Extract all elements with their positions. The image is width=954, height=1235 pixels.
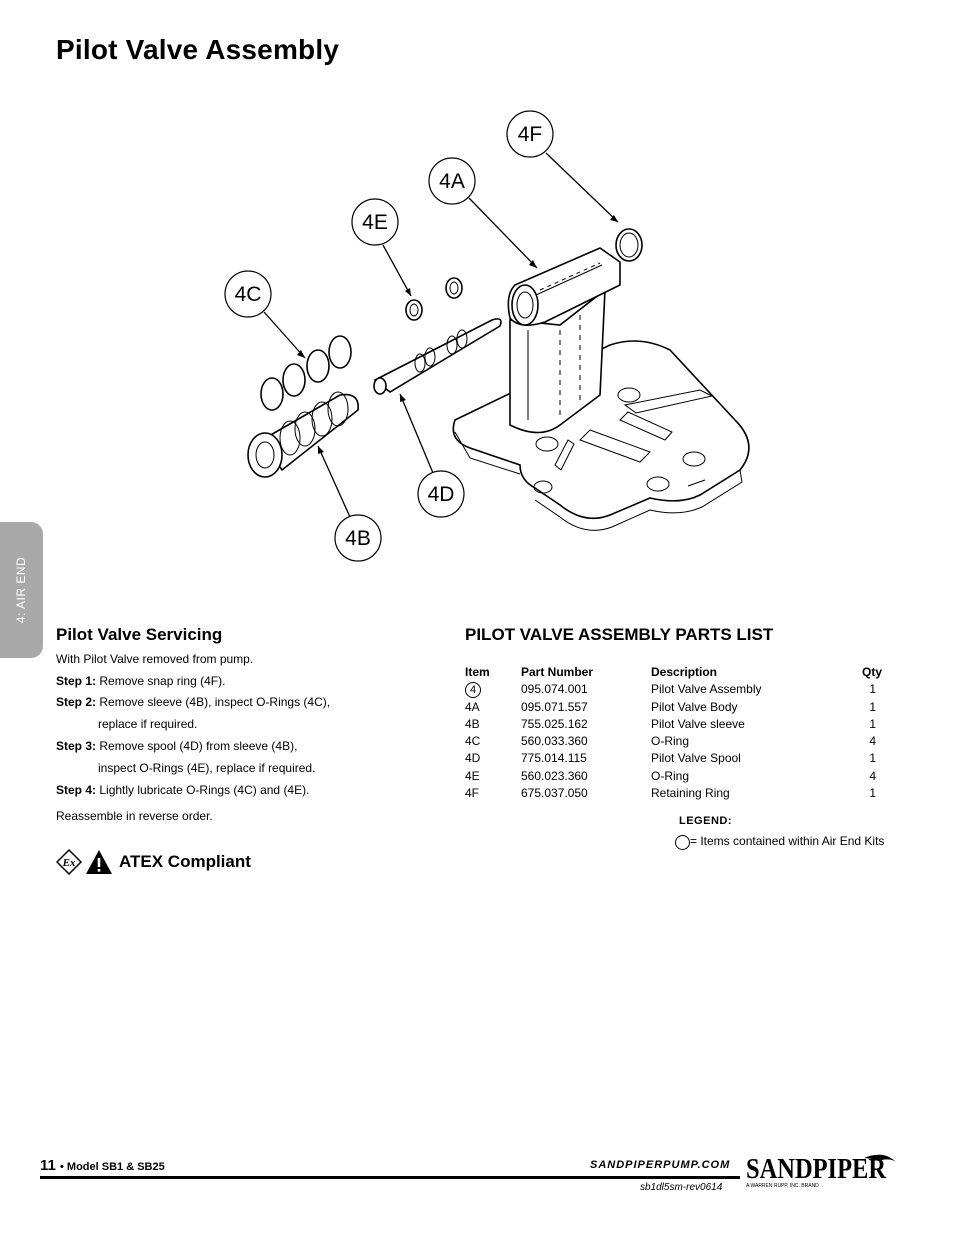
servicing-intro: With Pilot Valve removed from pump. bbox=[56, 652, 254, 666]
part-number-column: Part Number 095.074.001 095.071.557 755.02… bbox=[521, 664, 593, 802]
callout-4A: 4A bbox=[428, 157, 476, 205]
pilot-valve-body bbox=[509, 288, 606, 434]
legend-text: = Items contained within Air End Kits bbox=[690, 834, 885, 848]
atex-icons: Ex bbox=[56, 849, 112, 875]
callout-4C: 4C bbox=[224, 270, 272, 318]
servicing-step: Step 2: Remove sleeve (4B), inspect O-Ri… bbox=[56, 695, 331, 709]
table-cell-description: Pilot Valve Assembly bbox=[651, 682, 762, 697]
page-number: 11 bbox=[40, 1157, 56, 1174]
table-cell-description: Pilot Valve Spool bbox=[651, 751, 741, 766]
svg-text:A WARREN RUPP, INC. BRAND: A WARREN RUPP, INC. BRAND bbox=[746, 1183, 819, 1189]
svg-text:Ex: Ex bbox=[62, 857, 76, 869]
table-cell-item: 4D bbox=[465, 751, 481, 766]
kit-circle-icon bbox=[675, 835, 690, 850]
pilot-valve-sleeve bbox=[260, 393, 359, 472]
column-header-part-number: Part Number bbox=[521, 665, 594, 679]
callout-4F: 4F bbox=[506, 110, 554, 158]
sandpiper-logo: SANDPIPER A WARREN RUPP, INC. BRAND bbox=[746, 1154, 896, 1189]
servicing-step: Step 1: Remove snap ring (4F). bbox=[56, 674, 226, 688]
table-cell-qty: 4 bbox=[869, 734, 876, 749]
legend-title: LEGEND: bbox=[679, 815, 732, 827]
table-cell-qty: 1 bbox=[869, 682, 876, 697]
part-number-cells: 095.074.001 095.071.557 755.025.162 560.033… bbox=[521, 681, 593, 802]
table-cell-qty: 4 bbox=[869, 768, 876, 783]
table-cell-item: 4 bbox=[465, 681, 490, 699]
svg-text:4F: 4F bbox=[518, 123, 543, 146]
table-cell-qty: 1 bbox=[869, 716, 876, 731]
table-cell-description: O-Ring bbox=[651, 734, 690, 749]
table-cell-part-number: 675.037.050 bbox=[521, 786, 588, 801]
ex-mark-icon: Ex bbox=[56, 849, 83, 875]
table-cell-description: O-Ring bbox=[651, 768, 690, 783]
section-tab-label: 4: AIR END bbox=[14, 556, 28, 624]
svg-text:4B: 4B bbox=[345, 527, 371, 550]
pilot-valve-spool bbox=[373, 318, 502, 393]
servicing-step-continued: replace if required. bbox=[98, 717, 198, 731]
atex-label: ATEX Compliant bbox=[119, 852, 251, 871]
table-cell-description: Pilot Valve Body bbox=[651, 699, 738, 714]
svg-text:4D: 4D bbox=[428, 483, 455, 506]
table-cell-item: 4C bbox=[465, 734, 481, 749]
table-cell-item: 4B bbox=[465, 716, 480, 731]
table-cell-description: Retaining Ring bbox=[651, 786, 730, 801]
servicing-step-continued: inspect O-Rings (4E), replace if require… bbox=[98, 761, 316, 775]
table-cell-part-number: 775.014.115 bbox=[521, 751, 587, 766]
table-cell-item: 4F bbox=[465, 786, 480, 801]
svg-text:4C: 4C bbox=[235, 283, 262, 306]
qty-cells: 1 1 1 4 1 4 1 bbox=[862, 681, 884, 802]
table-cell-qty: 1 bbox=[869, 699, 876, 714]
callout-4E: 4E bbox=[351, 198, 399, 246]
table-cell-qty: 1 bbox=[869, 751, 876, 766]
footer-rule bbox=[40, 1176, 740, 1179]
kit-circle-icon: 4 bbox=[465, 682, 481, 699]
svg-text:4A: 4A bbox=[439, 170, 465, 193]
table-cell-part-number: 095.074.001 bbox=[521, 682, 588, 697]
table-cell-part-number: 560.033.360 bbox=[521, 734, 588, 749]
servicing-outro: Reassemble in reverse order. bbox=[56, 809, 213, 823]
table-cell-description: Pilot Valve sleeve bbox=[651, 716, 745, 731]
table-cell-qty: 1 bbox=[869, 786, 876, 801]
svg-text:4E: 4E bbox=[362, 211, 388, 234]
callout-4D: 4D bbox=[417, 470, 465, 518]
revision-code: sb1dl5sm-rev0614 bbox=[640, 1182, 723, 1193]
qty-column: Qty 1 1 1 4 1 4 1 bbox=[862, 664, 884, 802]
model-label: • Model SB1 & SB25 bbox=[60, 1161, 165, 1173]
page-title: Pilot Valve Assembly bbox=[56, 34, 340, 65]
table-cell-item: 4A bbox=[465, 699, 480, 714]
table-cell-part-number: 095.071.557 bbox=[521, 699, 588, 714]
column-header-item: Item bbox=[465, 665, 490, 679]
servicing-step: Step 4: Lightly lubricate O-Rings (4C) a… bbox=[56, 783, 310, 797]
parts-list-heading: PILOT VALVE ASSEMBLY PARTS LIST bbox=[465, 625, 774, 644]
svg-text:SANDPIPER: SANDPIPER bbox=[746, 1154, 887, 1185]
column-header-qty: Qty bbox=[862, 665, 883, 679]
section-tab bbox=[0, 522, 43, 658]
website-url: SANDPIPERPUMP.COM bbox=[590, 1159, 731, 1171]
warning-triangle-icon bbox=[86, 850, 112, 874]
exploded-diagram: 4F 4A 4E 4C 4D 4B bbox=[224, 110, 750, 562]
callout-4B: 4B bbox=[334, 514, 382, 562]
table-cell-part-number: 755.025.162 bbox=[521, 716, 588, 731]
column-header-description: Description bbox=[651, 665, 718, 679]
servicing-heading: Pilot Valve Servicing bbox=[56, 625, 223, 644]
table-cell-part-number: 560.023.360 bbox=[521, 768, 588, 783]
servicing-step: Step 3: Remove spool (4D) from sleeve (4… bbox=[56, 739, 298, 753]
table-cell-item: 4E bbox=[465, 768, 480, 783]
